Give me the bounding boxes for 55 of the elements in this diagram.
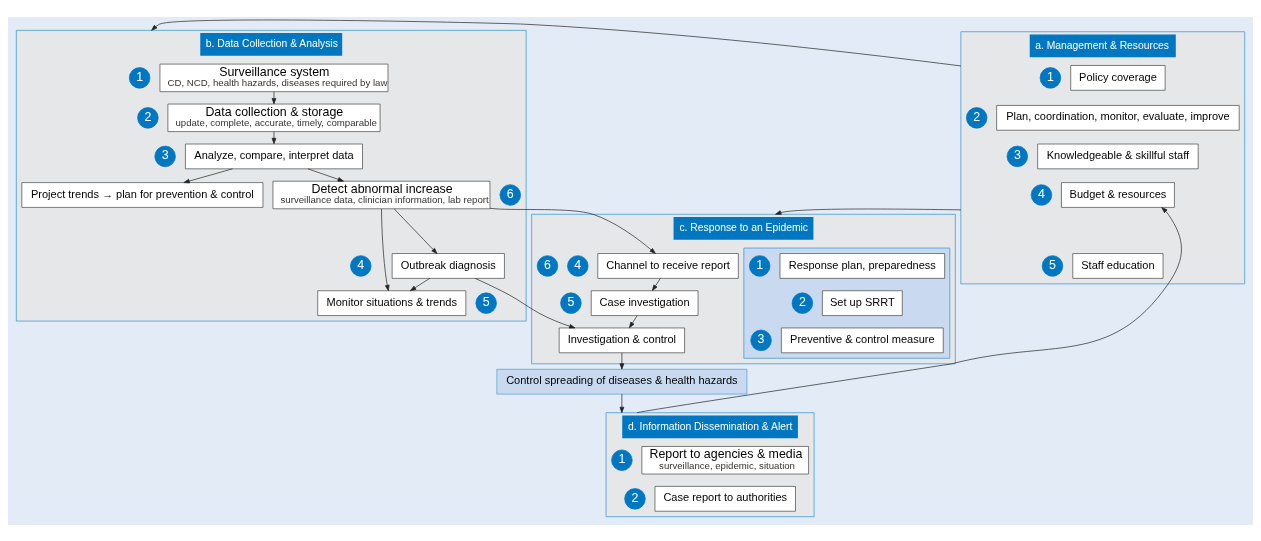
node-circle: 4	[1030, 183, 1053, 206]
node-box: Knowledgeable & skillful staff	[1037, 143, 1199, 169]
node-circle: 3	[1006, 145, 1028, 167]
node-box: Response plan, preparedness	[779, 252, 945, 279]
node-box: Staff education	[1072, 252, 1164, 279]
node-circle: 3	[750, 329, 772, 351]
node-circle: 4	[567, 254, 589, 277]
node-box: Project trends → plan for prevention & control	[21, 181, 264, 208]
node-box: Report to agencies & media surveillance, epidemic, situation	[641, 445, 809, 474]
node-box: Monitor situations & trends	[317, 289, 467, 316]
node-circle: 1	[1039, 66, 1062, 89]
node-box: Detect abnormal increase surveillance data, clinician information, lab report	[272, 180, 491, 209]
node-circle: 3	[154, 145, 176, 167]
node-circle: 4	[350, 254, 372, 277]
node-circle: 1	[749, 254, 771, 277]
arrow	[619, 352, 625, 370]
node-box: Investigation & control	[558, 327, 685, 353]
arrow	[381, 208, 390, 291]
node-circle: 2	[137, 106, 159, 128]
arrow	[271, 91, 277, 104]
node-box: Plan, coordination, monitor, evaluate, improve	[996, 104, 1240, 131]
arrow	[636, 206, 1182, 413]
arrow	[151, 19, 962, 66]
node-circle: 5	[560, 292, 582, 314]
arrow	[307, 168, 344, 182]
node-box: Policy coverage	[1070, 64, 1166, 91]
arrow	[489, 207, 656, 254]
arrow	[271, 130, 277, 144]
node-circle: 6	[499, 183, 521, 206]
node-circle: 6	[536, 254, 559, 277]
node-box: Surveillance system CD, NCD, health hazards, diseases required by law	[159, 63, 389, 92]
node-box: Case report to authorities	[654, 485, 796, 512]
node-circle: 2	[791, 292, 814, 314]
node-circle: 1	[611, 449, 633, 471]
node-box: Outbreak diagnosis	[391, 252, 505, 279]
node-box: Channel to receive report	[597, 252, 739, 279]
node-box: Case investigation	[590, 289, 699, 316]
node-circle: 1	[128, 66, 151, 89]
node-circle: 2	[966, 106, 988, 128]
node-box: Preventive & control measure	[781, 327, 944, 353]
arrow	[775, 208, 962, 215]
node-circle: 2	[624, 487, 646, 509]
arrow	[629, 314, 638, 328]
arrow	[652, 277, 661, 291]
node-box: Set up SRRT	[822, 289, 903, 316]
node-box: Data collection & storage update, complete, accurate, timely, comparable	[167, 103, 381, 132]
node-circle: 5	[475, 292, 497, 314]
cluster	[743, 247, 951, 359]
node-circle: 5	[1041, 254, 1064, 277]
arrow	[409, 277, 431, 291]
node-box: Budget & resources	[1061, 181, 1175, 208]
arrow	[394, 208, 438, 254]
arrow	[619, 393, 625, 413]
node-box: Analyze, compare, interpret data	[185, 143, 363, 169]
node-box: Control spreading of diseases & health hazards	[496, 368, 748, 394]
